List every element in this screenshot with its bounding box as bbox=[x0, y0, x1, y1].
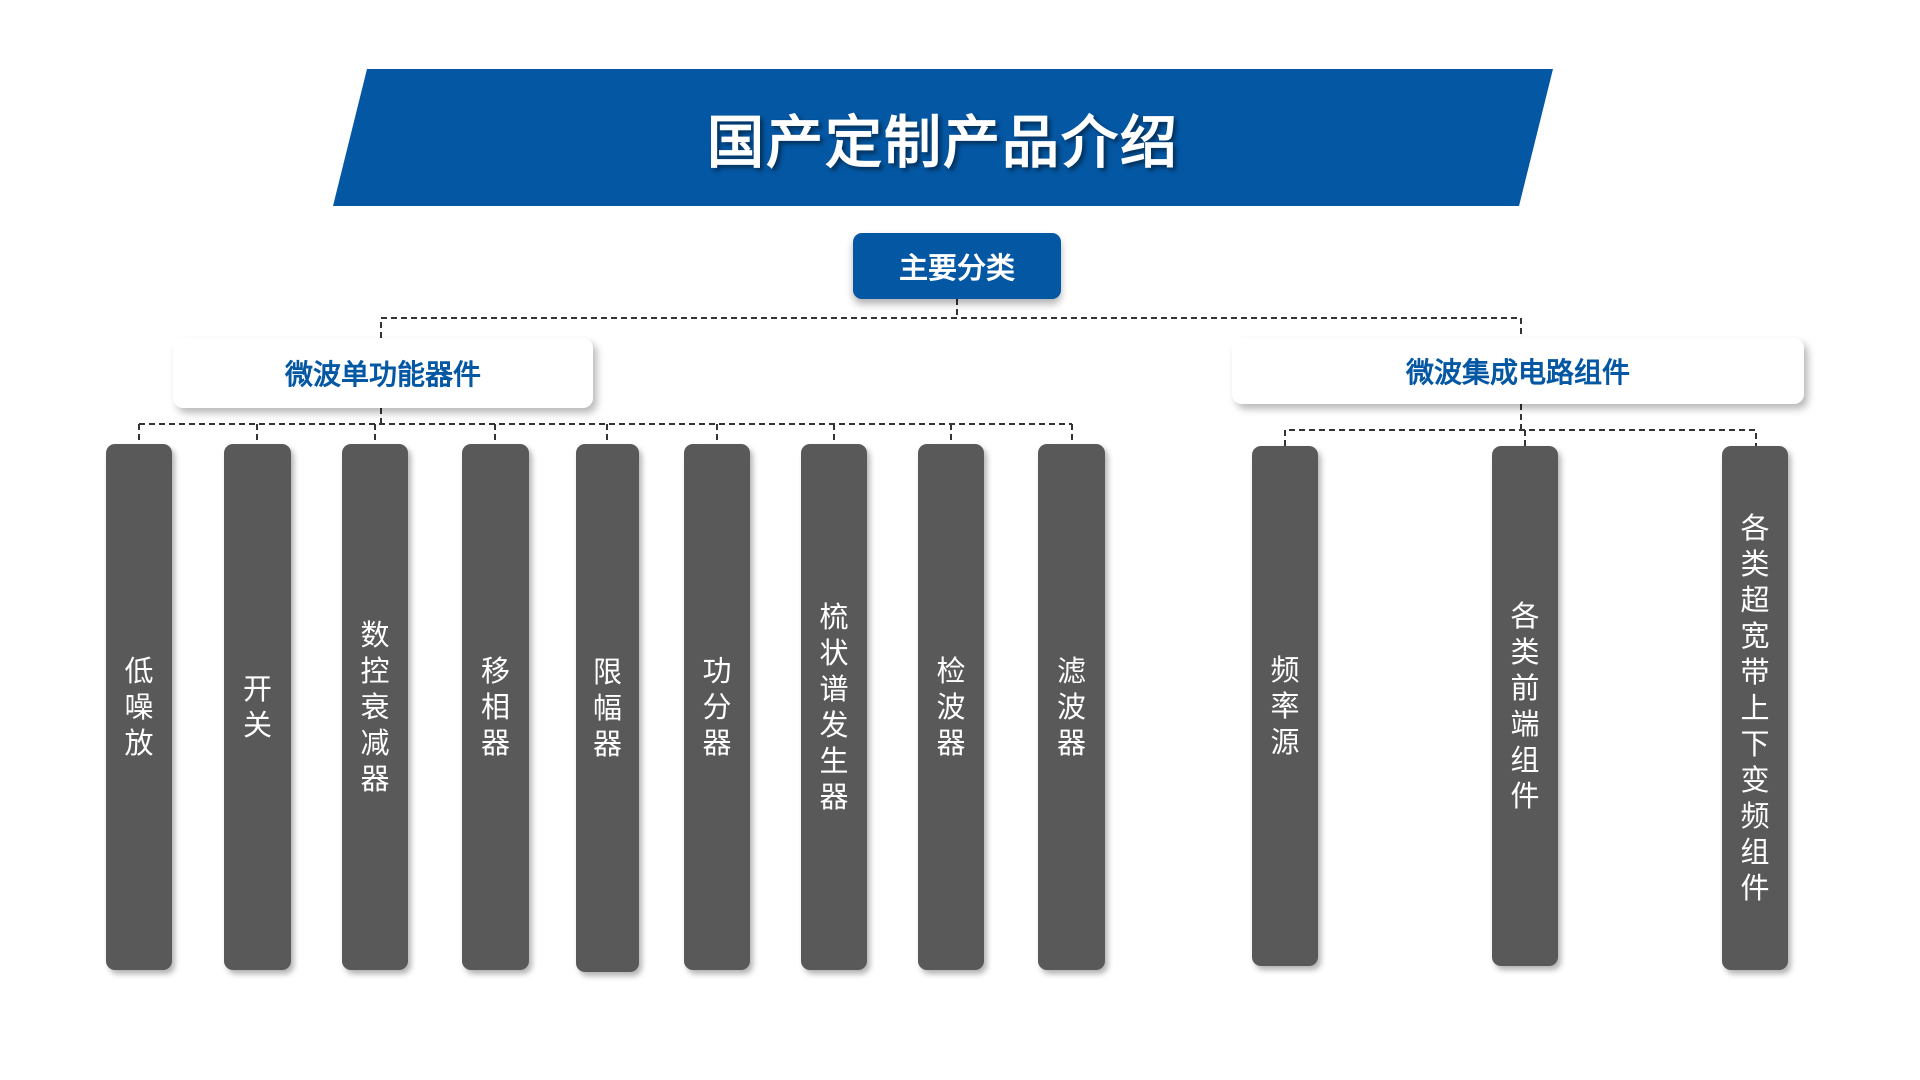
leaf-label: 各类前端组件 bbox=[1510, 599, 1540, 813]
leaf-label: 移相器 bbox=[480, 654, 510, 760]
leaf-label: 各类超宽带上下变频组件 bbox=[1740, 511, 1770, 905]
leaf-node: 功分器 bbox=[684, 444, 750, 970]
leaf-label: 限幅器 bbox=[592, 655, 622, 761]
leaf-label: 检波器 bbox=[936, 654, 966, 760]
cat2-branch-line bbox=[1284, 429, 1757, 446]
leaf-node: 移相器 bbox=[462, 444, 529, 970]
page-title: 国产定制产品介绍 bbox=[707, 109, 1179, 176]
leaf-label: 功分器 bbox=[702, 654, 732, 760]
root-node: 主要分类 bbox=[853, 233, 1061, 299]
leaf-node: 频率源 bbox=[1252, 446, 1318, 966]
leaf-node: 各类超宽带上下变频组件 bbox=[1722, 446, 1788, 970]
root-branch-line bbox=[380, 317, 1522, 338]
leaf-node: 各类前端组件 bbox=[1492, 446, 1558, 966]
leaf-label: 梳状谱发生器 bbox=[819, 600, 849, 814]
leaf-node: 限幅器 bbox=[576, 444, 639, 972]
leaf-node: 数控衰减器 bbox=[342, 444, 408, 970]
leaf-node: 滤波器 bbox=[1038, 444, 1105, 970]
category-single-function-devices: 微波单功能器件 bbox=[173, 338, 593, 408]
category-integrated-circuit-components: 微波集成电路组件 bbox=[1232, 338, 1804, 404]
leaf-node: 梳状谱发生器 bbox=[801, 444, 867, 970]
leaf-label: 滤波器 bbox=[1056, 654, 1086, 760]
title-banner bbox=[333, 69, 1553, 206]
leaf-label: 低噪放 bbox=[124, 654, 154, 760]
leaf-label: 开关 bbox=[242, 672, 272, 742]
leaf-node: 检波器 bbox=[918, 444, 984, 970]
leaf-node: 开关 bbox=[224, 444, 291, 970]
leaf-label: 数控衰减器 bbox=[360, 618, 390, 796]
leaf-node: 低噪放 bbox=[106, 444, 172, 970]
leaf-label: 频率源 bbox=[1270, 653, 1300, 759]
